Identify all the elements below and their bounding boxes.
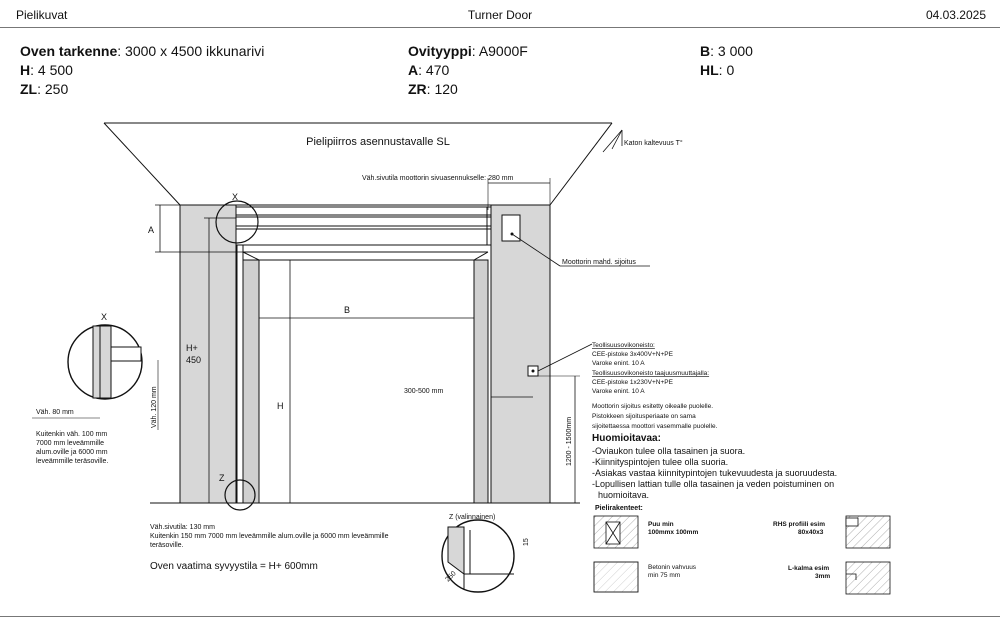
frame-concrete-1: Betonin vahvuus: [648, 564, 697, 571]
label-300-500: 300-500 mm: [404, 388, 443, 395]
detail-z-content: [447, 526, 514, 590]
frame-lbeam-1: L-kalma esim: [788, 565, 829, 572]
frame-rhs-2: 80x40x3: [798, 529, 824, 536]
spec-b: B: 3 000: [700, 43, 753, 59]
bottom-note-2: Kuitenkin 150 mm 7000 mm leveämmille alu…: [150, 533, 389, 540]
detail-z-enlarged: [441, 519, 515, 593]
page-footer-rule: [0, 616, 1000, 624]
roof-slope-marker: [602, 129, 623, 153]
spec-h: H: 4 500: [20, 62, 73, 78]
frame-wood-2: 100mmx 100mm: [648, 529, 698, 536]
spec-col-1: Oven tarkenne: 3000 x 4500 ikkunarivi H:…: [20, 42, 264, 99]
motor-box: [501, 214, 521, 242]
elec-line-3: Varoke enint. 10 A: [592, 360, 645, 367]
dim-a: [155, 204, 243, 253]
motor-location-label: Moottorin mahd. sijoitus: [562, 259, 636, 266]
header-left: Pielikuvat: [16, 8, 68, 22]
frame-rhs-1: RHS profiili esim: [773, 521, 825, 528]
elec-line-6: Varoke enint. 10 A: [592, 388, 645, 395]
motor-side-label: Väh.sivutila moottorin sivuasennukselle:…: [362, 175, 514, 182]
bottom-note-3: teräsoville.: [150, 542, 184, 549]
frame-concrete-2: min 75 mm: [648, 572, 680, 579]
label-z: Z: [219, 473, 225, 483]
label-a: A: [148, 225, 154, 235]
detail-circle-x: [215, 200, 259, 244]
min-80-label: Väh. 80 mm: [36, 409, 74, 416]
spec-col-3: B: 3 000 HL: 0: [700, 42, 753, 80]
spec-ovityyppi: Ovityyppi: A9000F: [408, 43, 528, 59]
frame-wood-1: Puu min: [648, 521, 674, 528]
dim-h: [285, 259, 295, 503]
label-h450-line1: H+: [186, 343, 198, 353]
z-optional-label: Z (valinnainen): [449, 514, 495, 521]
frame-title: Pielirakenteet:: [595, 505, 643, 512]
elec-line-9: sijoitettaessa moottori vasemmalle puole…: [592, 423, 718, 430]
page-header: Pielikuvat Turner Door 04.03.2025: [0, 0, 1000, 28]
dim-h450: [204, 217, 236, 503]
label-1200-1500: 1200 - 1500mm: [566, 417, 573, 466]
depth-note: Oven vaatima syvyystila = H+ 600mm: [150, 561, 318, 572]
left-note-3: alum.oville ja 6000 mm: [36, 449, 108, 456]
min-120-label: Väh. 120 mm: [151, 386, 158, 428]
frame-lbeam-2: 3mm: [815, 573, 830, 580]
label-h450-line2: 450: [186, 355, 201, 365]
left-note-4: leveämmille teräsoville.: [36, 458, 108, 465]
spec-oven: Oven tarkenne: 3000 x 4500 ikkunarivi: [20, 43, 265, 59]
spec-a: A: 470: [408, 62, 450, 78]
spec-col-2: Ovityyppi: A9000F A: 470 ZR: 120: [408, 42, 528, 99]
elec-line-4: Teollisuusovikoneisto taajuusmuuttajalla…: [592, 370, 709, 377]
drawing-title: Pielipiirros asennustavalle SL: [306, 136, 450, 148]
notes-title: Huomioitavaa:: [592, 433, 661, 444]
dim-b: [258, 313, 475, 323]
header-beam: [235, 206, 492, 246]
left-note-1: Kuitenkin väh. 100 mm: [36, 431, 107, 438]
header-title: Turner Door: [467, 8, 533, 22]
detail-circle-z: [224, 479, 256, 511]
spec-zl: ZL: 250: [20, 81, 69, 97]
note-4: -Lopullisen lattian tulle olla tasainen …: [592, 479, 834, 489]
spec-hl: HL: 0: [700, 62, 735, 78]
frame-wood-illustration: [593, 515, 639, 549]
label-b: B: [344, 305, 350, 315]
left-note-2: 7000 mm leveämmille: [36, 440, 104, 447]
ceiling-outline: [103, 122, 613, 206]
note-2: -Kiinnityspintojen tulee olla suoria.: [592, 457, 728, 467]
spec-zr: ZR: 120: [408, 81, 458, 97]
label-h: H: [277, 401, 284, 411]
elec-line-7: Moottorin sijoitus esitetty oikealle puo…: [592, 403, 713, 410]
elec-line-8: Pistokkeen sijoitusperiaate on sama: [592, 413, 696, 420]
elec-line-5: CEE-pistoke 1x230V+N+PE: [592, 379, 674, 386]
elec-line-1: Teollisuusovikoneisto:: [592, 342, 655, 349]
frame-lbeam-illustration: [845, 561, 891, 595]
header-date: 04.03.2025: [925, 8, 986, 22]
right-wall: [490, 204, 551, 504]
roof-slope-label: Katon kaltevuus T°: [624, 139, 683, 147]
frame-concrete-illustration: [593, 561, 639, 593]
left-wall: [179, 204, 237, 504]
note-5: huomioitava.: [598, 490, 649, 500]
elec-line-2: CEE-pistoke 3x400V+N+PE: [592, 351, 674, 358]
dim-15-label: 15: [523, 538, 530, 546]
motor-leader: [511, 233, 561, 267]
bottom-note-1: Väh.sivutila: 130 mm: [150, 524, 215, 531]
door-frame: [236, 244, 489, 504]
note-1: -Oviaukon tulee olla tasainen ja suora.: [592, 446, 745, 456]
note-3: -Asiakas vastaa kiinnitypintojen tukevuu…: [592, 468, 837, 478]
detail-x-content: [92, 325, 142, 399]
label-x: X: [232, 192, 238, 202]
socket-leader: [537, 343, 593, 372]
detail-x-enlarged: [67, 324, 143, 400]
frame-rhs-illustration: [845, 515, 891, 549]
detail-x-label: X: [101, 312, 107, 322]
